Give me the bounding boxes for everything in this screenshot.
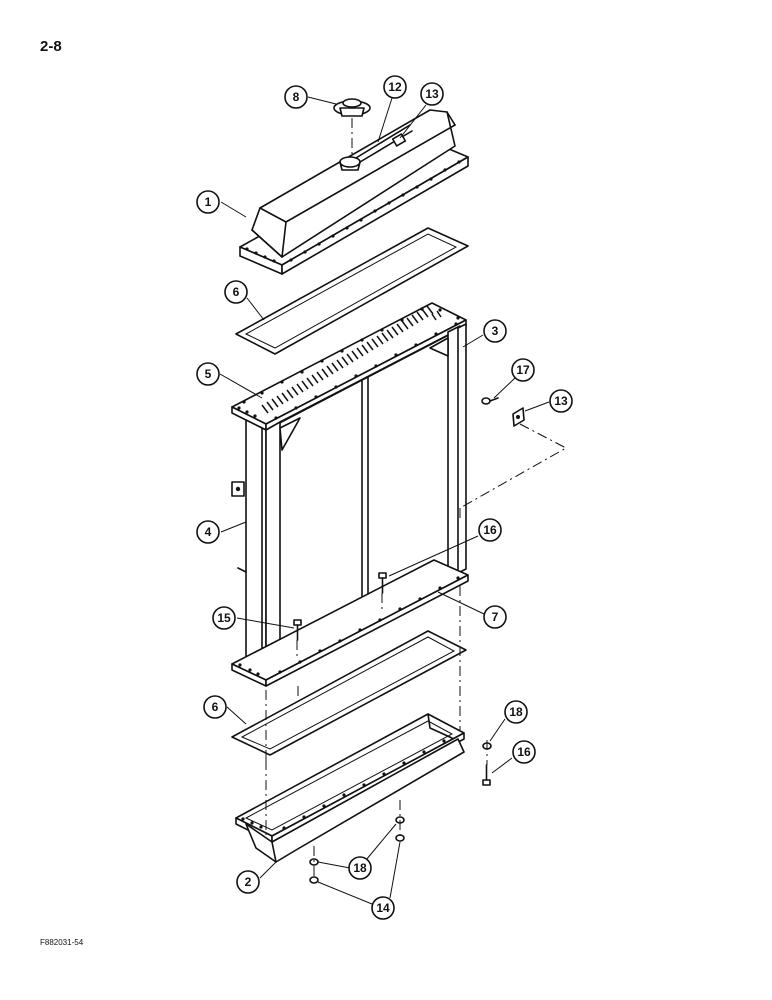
callout-18-right: 18: [504, 700, 528, 724]
bottom-tank: [235, 713, 465, 863]
callout-14: 14: [371, 896, 395, 920]
callout-13-upper: 13: [420, 82, 444, 106]
callout-3: 3: [483, 319, 507, 343]
core-bottom-holes: [238, 576, 460, 676]
callout-label: 12: [388, 80, 402, 94]
callout-12: 12: [383, 75, 407, 99]
callout-17: 17: [511, 358, 535, 382]
page-number: 2-8: [40, 38, 62, 55]
callout-label: 15: [217, 611, 231, 625]
screw-17: [481, 397, 499, 405]
radiator-core: [231, 302, 469, 687]
callout-label: 8: [293, 90, 300, 104]
callout-13-lower: 13: [549, 389, 573, 413]
core-fins: [261, 305, 442, 414]
callout-6-upper: 6: [224, 280, 248, 304]
callout-label: 16: [483, 523, 497, 537]
callout-5: 5: [196, 362, 220, 386]
callout-4: 4: [196, 520, 220, 544]
callout-label: 18: [353, 861, 367, 875]
figure-code: F882031-54: [40, 938, 84, 947]
top-tank: [239, 109, 469, 275]
callout-label: 6: [212, 700, 219, 714]
callout-label: 17: [516, 363, 530, 377]
callout-label: 13: [554, 394, 568, 408]
bottom-tank-holes: [241, 739, 446, 830]
callout-8: 8: [284, 85, 308, 109]
radiator-cap: [333, 98, 371, 117]
lower-gasket: [231, 630, 467, 756]
alignment-lines: [265, 508, 488, 880]
callout-label: 14: [376, 901, 390, 915]
callout-label: 5: [205, 367, 212, 381]
callout-2: 2: [236, 870, 260, 894]
core-header-holes: [237, 307, 460, 420]
callout-label: 7: [492, 610, 499, 624]
bolt-16-upper: [378, 572, 387, 594]
callout-label: 18: [509, 705, 523, 719]
callout-15: 15: [212, 606, 236, 630]
callout-leaders: [219, 96, 550, 905]
callout-18-lower: 18: [348, 856, 372, 880]
callout-label: 4: [205, 525, 212, 539]
callout-16-lower: 16: [512, 740, 536, 764]
callout-7: 7: [483, 605, 507, 629]
callout-label: 16: [517, 745, 531, 759]
callout-label: 6: [233, 285, 240, 299]
callout-16-upper: 16: [478, 518, 502, 542]
callout-label: 13: [425, 87, 439, 101]
bolt-15: [293, 619, 302, 641]
hose-clip: [512, 407, 525, 427]
filler-neck: [339, 156, 361, 168]
top-tank-bolt-holes: [245, 160, 461, 263]
callout-1: 1: [196, 190, 220, 214]
upper-gasket: [235, 227, 469, 355]
callout-6-lower: 6: [203, 695, 227, 719]
callout-label: 3: [492, 324, 499, 338]
callout-label: 1: [205, 195, 212, 209]
callout-label: 2: [245, 875, 252, 889]
